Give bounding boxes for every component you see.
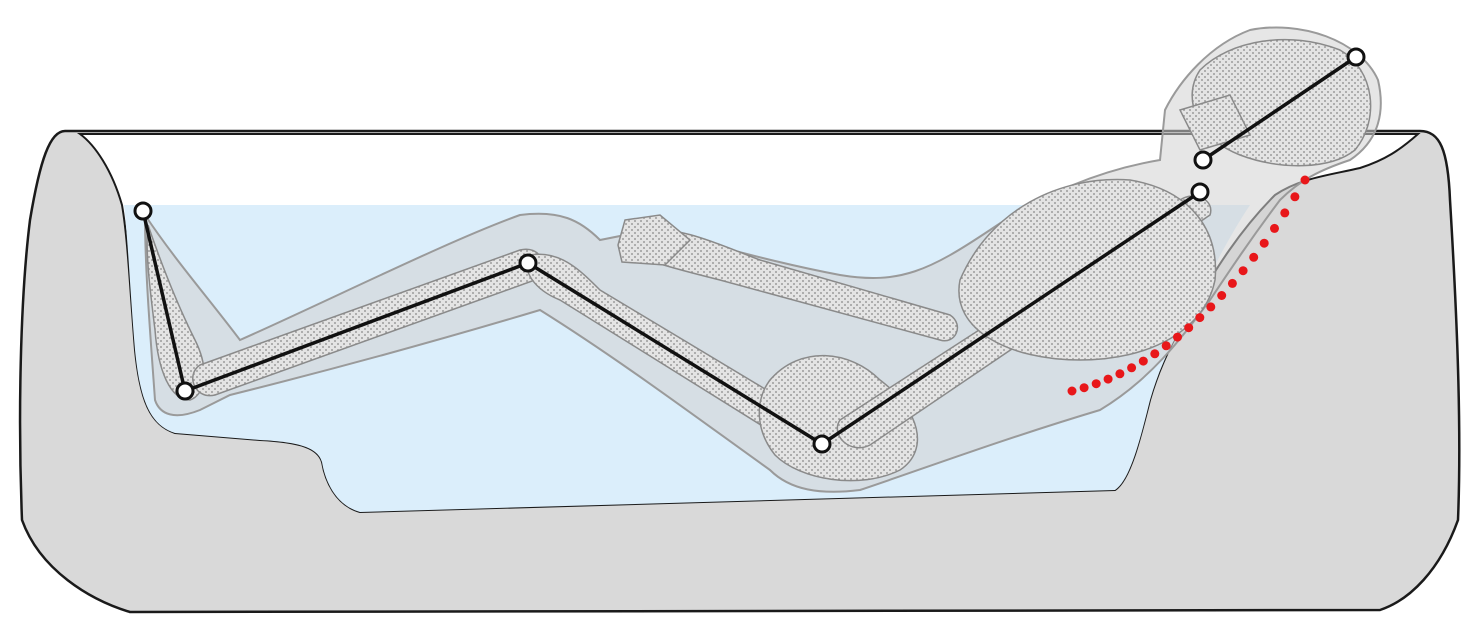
contact-dot — [1127, 363, 1137, 373]
bone-pelvis — [758, 354, 919, 482]
contact-dot — [1259, 238, 1269, 248]
joint-toe — [133, 201, 153, 221]
joint-ankle — [175, 381, 195, 401]
contact-dot — [1079, 383, 1089, 393]
contact-dot — [1067, 386, 1077, 396]
contact-dot — [1138, 356, 1148, 366]
contact-dot — [1206, 302, 1216, 312]
contact-dot — [1280, 208, 1290, 218]
joint-neck — [1193, 150, 1213, 170]
contact-dot — [1195, 313, 1205, 323]
bone-hand — [617, 214, 692, 266]
joint-shoulder — [1190, 182, 1210, 202]
skeleton-linkage — [133, 47, 1366, 454]
contact-dot — [1150, 349, 1160, 359]
joint-hip — [812, 434, 832, 454]
contact-dot — [1227, 278, 1237, 288]
contact-dot — [1217, 291, 1227, 300]
contact-dot — [1173, 332, 1182, 342]
contact-dot — [1290, 192, 1300, 202]
bone-jaw — [1178, 94, 1252, 151]
joint-head — [1346, 47, 1366, 67]
back-contact-dots — [1067, 175, 1310, 396]
contact-dot — [1249, 252, 1259, 262]
contact-dot — [1238, 266, 1248, 276]
contact-dot — [1161, 341, 1171, 351]
contact-dot — [1270, 223, 1279, 233]
linkage-head-line — [1202, 55, 1357, 162]
contact-dot — [1300, 175, 1310, 185]
joint-knee — [518, 253, 538, 273]
contact-dot — [1091, 379, 1101, 389]
bone-foot — [146, 224, 205, 401]
contact-dot — [1115, 369, 1125, 379]
contact-dot — [1103, 374, 1113, 384]
contact-dot — [1184, 323, 1194, 333]
body-silhouette — [143, 26, 1382, 493]
